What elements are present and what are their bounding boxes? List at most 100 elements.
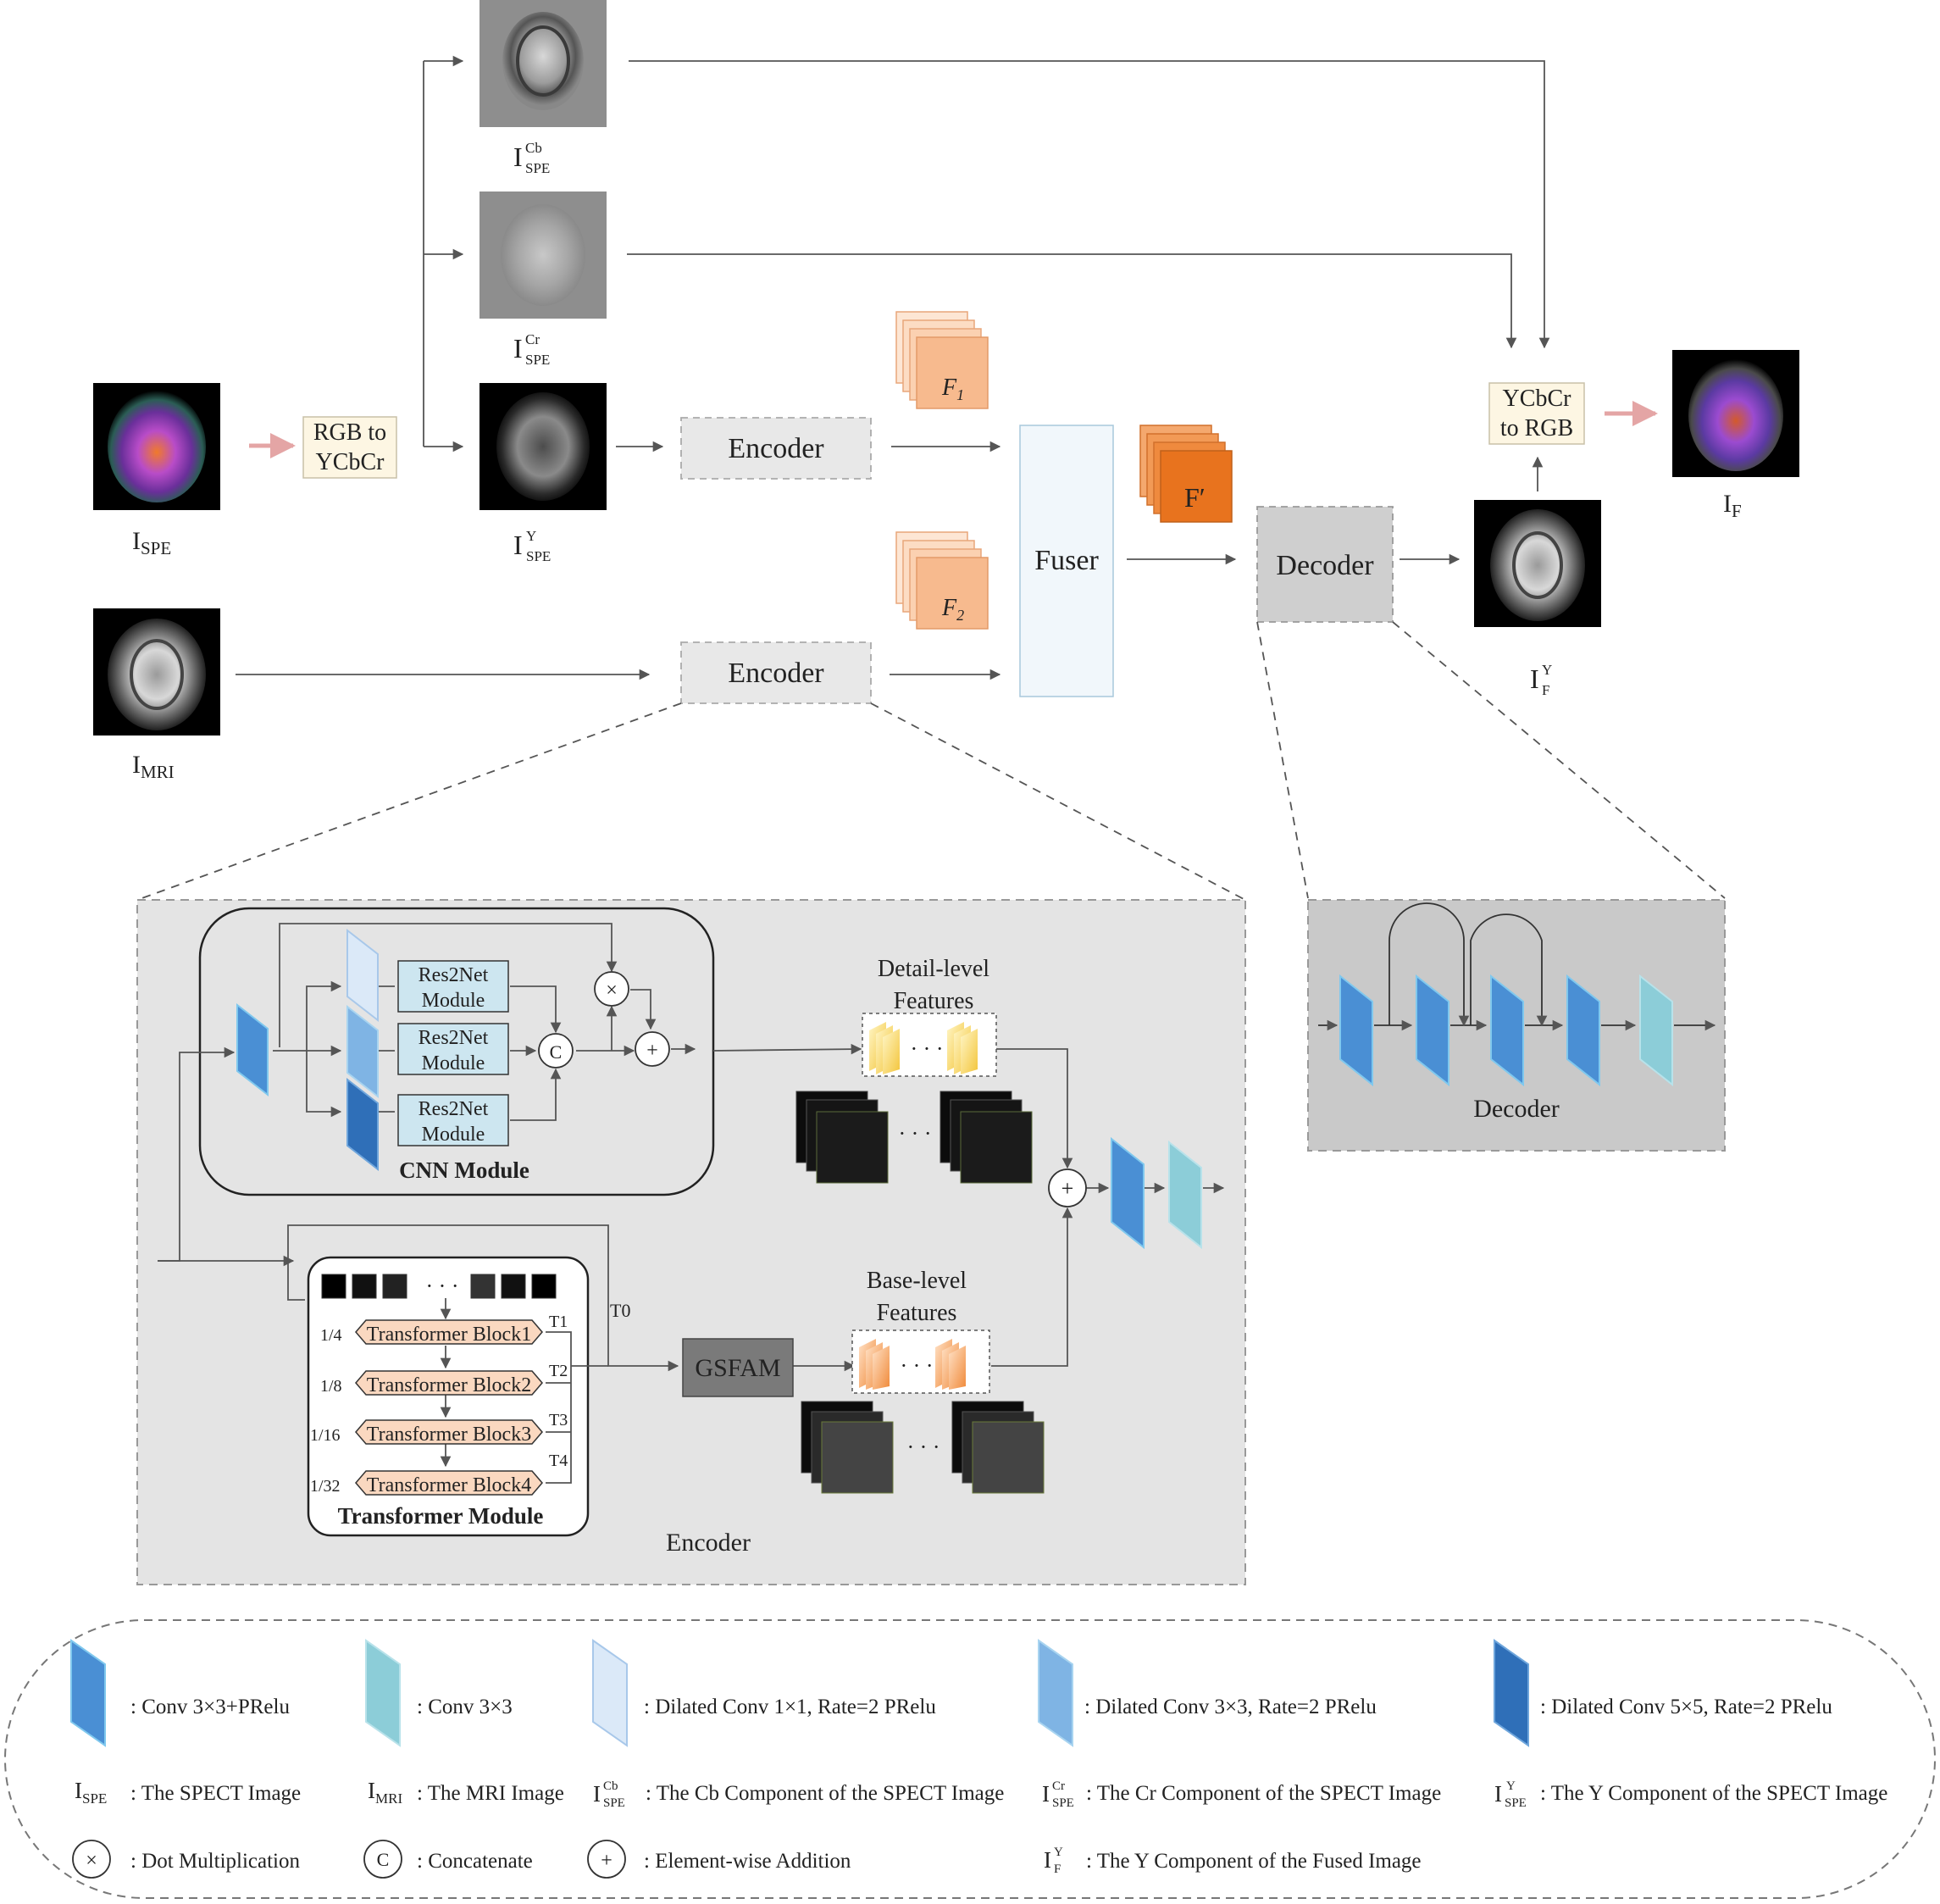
svg-text:YCbCr: YCbCr	[1503, 386, 1572, 412]
svg-text:GSFAM: GSFAM	[695, 1354, 780, 1382]
legend-spe-cr: I Cr SPE : The Cr Component of the SPECT…	[1042, 1779, 1441, 1810]
svg-text:SPE: SPE	[1505, 1796, 1527, 1810]
svg-text:Module: Module	[422, 1124, 485, 1146]
svg-text:1/32: 1/32	[310, 1477, 341, 1496]
fuser-block: Fuser	[1019, 425, 1114, 697]
svg-text:Res2Net: Res2Net	[418, 964, 489, 986]
svg-text:· · ·: · · ·	[899, 1121, 932, 1146]
split-connectors	[236, 55, 1550, 680]
legend-dilated-1x1: : Dilated Conv 1×1, Rate=2 PRelu	[592, 1639, 936, 1747]
svg-text:Transformer Block2: Transformer Block2	[367, 1374, 531, 1396]
svg-text:I: I	[1530, 663, 1539, 694]
label-mri: IMRI	[132, 751, 175, 782]
svg-text:RGB to: RGB to	[313, 419, 386, 446]
svg-text:Fuser: Fuser	[1034, 545, 1099, 576]
encoder-output-conv-prelu	[1111, 1136, 1145, 1250]
svg-text:+: +	[601, 1850, 612, 1872]
zoom-lines	[136, 621, 1726, 901]
gsfam-block: GSFAM	[682, 1338, 794, 1397]
svg-text:Encoder: Encoder	[728, 658, 824, 689]
svg-text:: The Cb Component of the SPEC: : The Cb Component of the SPECT Image	[646, 1782, 1004, 1805]
svg-text:to RGB: to RGB	[1500, 415, 1573, 441]
svg-text:I: I	[513, 333, 523, 364]
svg-text:T4: T4	[549, 1452, 568, 1470]
svg-text:: Dilated Conv 1×1, Rate=2 PRe: : Dilated Conv 1×1, Rate=2 PRelu	[644, 1696, 936, 1718]
cnn-input-conv-layer	[236, 1002, 269, 1097]
svg-text:: Dilated Conv 3×3, Rate=2 PRe: : Dilated Conv 3×3, Rate=2 PRelu	[1084, 1696, 1377, 1718]
decoder-conv-4	[1566, 974, 1600, 1087]
feature-stack-f2: F2	[895, 531, 989, 630]
svg-text:Res2Net: Res2Net	[418, 1098, 489, 1120]
svg-text:Transformer Block4: Transformer Block4	[367, 1474, 531, 1496]
svg-text:F2: F2	[941, 595, 964, 624]
svg-text:Module: Module	[422, 1052, 485, 1074]
svg-text:: The Y Component of the Fused: : The Y Component of the Fused Image	[1086, 1850, 1422, 1873]
transformer-connectors	[158, 1048, 1225, 1484]
base-features-label-2: Features	[877, 1300, 957, 1326]
add-op-fusion: +	[1048, 1168, 1087, 1207]
label-spe-cb: I Cb SPE	[513, 140, 550, 176]
legend-spe-y: I Y SPE : The Y Component of the SPECT I…	[1494, 1779, 1887, 1810]
svg-text:Cr: Cr	[525, 331, 540, 347]
svg-text:I: I	[513, 530, 523, 560]
svg-text:C: C	[377, 1849, 390, 1870]
detail-features-label-2: Features	[894, 988, 974, 1014]
rgb-to-ycbcr-box: RGB to YCbCr	[302, 416, 397, 479]
feature-stack-f1: F1	[895, 311, 989, 409]
svg-text:C: C	[550, 1041, 563, 1063]
svg-text:Cb: Cb	[603, 1779, 618, 1793]
legend-fused-y: I Y F : The Y Component of the Fused Ima…	[1044, 1846, 1422, 1876]
svg-text:: Dilated Conv 5×5, Rate=2 PRe: : Dilated Conv 5×5, Rate=2 PRelu	[1540, 1696, 1832, 1718]
svg-text:Y: Y	[1506, 1779, 1516, 1793]
svg-text:CNN Module: CNN Module	[399, 1157, 529, 1183]
decoder-conv-5	[1639, 974, 1673, 1087]
label-spe-cr: I Cr SPE	[513, 331, 550, 368]
label-spe-y: I Y SPE	[513, 528, 551, 564]
legend-conv-prelu: : Conv 3×3+PRelu	[70, 1639, 290, 1747]
ycbcr-to-rgb-box: YCbCr to RGB	[1488, 382, 1585, 445]
svg-text:: Element-wise Addition: : Element-wise Addition	[644, 1850, 851, 1873]
svg-text:YCbCr: YCbCr	[316, 449, 385, 475]
encoder-output-conv	[1168, 1140, 1202, 1250]
decoder-conv-1	[1339, 974, 1373, 1087]
svg-text:+: +	[1061, 1176, 1074, 1201]
svg-text:Encoder: Encoder	[666, 1529, 751, 1557]
svg-text:1/4: 1/4	[320, 1326, 342, 1345]
svg-text:T3: T3	[549, 1411, 568, 1429]
svg-text:: Concatenate: : Concatenate	[417, 1850, 533, 1873]
res2net-module-3: Res2Net Module	[397, 1094, 509, 1146]
svg-text:×: ×	[606, 980, 618, 1002]
cnn-module: CNN Module	[198, 907, 715, 1196]
svg-text:Transformer Block1: Transformer Block1	[367, 1324, 531, 1346]
svg-text:Cr: Cr	[1052, 1779, 1065, 1793]
cnn-connectors	[158, 923, 862, 1262]
svg-text:1/16: 1/16	[310, 1426, 341, 1445]
mri-image	[93, 608, 220, 736]
base-features-label-1: Base-level	[867, 1268, 967, 1294]
svg-text:T1: T1	[549, 1313, 568, 1331]
svg-text:Module: Module	[422, 990, 485, 1012]
dilated-conv-1x1-layer	[346, 928, 379, 1023]
legend-dot-multiplication: × : Dot Multiplication	[72, 1840, 300, 1879]
base-feature-maps: · · ·	[801, 1401, 1045, 1494]
dilated-conv-5x5-layer	[346, 1077, 379, 1172]
decoder-connectors	[1318, 902, 1716, 1031]
svg-text:ISPE: ISPE	[75, 1778, 107, 1807]
svg-text:F1: F1	[941, 375, 964, 403]
transformer-block-3: Transformer Block3 1/16 T3	[310, 1411, 568, 1446]
base-features-box: · · ·	[851, 1329, 990, 1394]
svg-text:Transformer Block3: Transformer Block3	[367, 1424, 531, 1446]
svg-text:F: F	[1054, 1862, 1061, 1876]
svg-text:Res2Net: Res2Net	[418, 1027, 489, 1049]
svg-text:T2: T2	[549, 1362, 568, 1380]
legend	[4, 1619, 1936, 1899]
multiply-op: ×	[594, 971, 629, 1007]
t0-label: T0	[610, 1300, 630, 1321]
svg-text:SPE: SPE	[1052, 1796, 1074, 1810]
svg-text:Encoder: Encoder	[728, 433, 824, 464]
detail-features-box: · · ·	[862, 1013, 997, 1077]
decoder-block: Decoder	[1256, 506, 1394, 623]
svg-text:SPE: SPE	[603, 1796, 625, 1810]
legend-conv: : Conv 3×3	[365, 1639, 513, 1747]
